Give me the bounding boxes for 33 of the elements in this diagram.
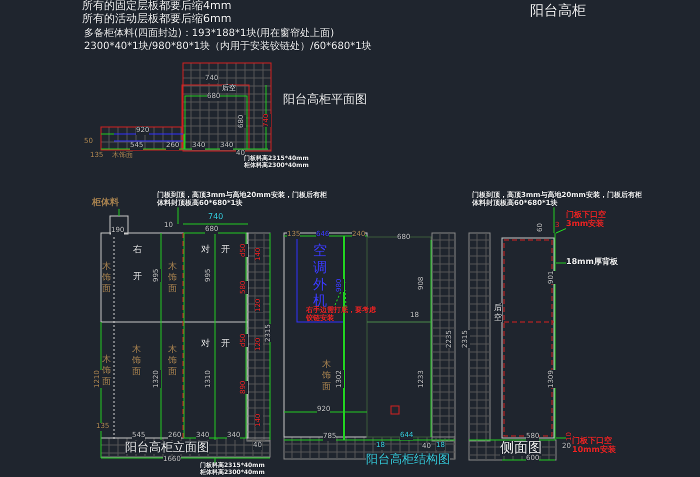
door-label: 对: [201, 340, 210, 350]
view-title: 阳台高柜平面图: [283, 93, 367, 106]
door-label: 开: [133, 273, 142, 283]
material-label: 木饰面: [168, 262, 177, 294]
view-title: 阳台高柜立面图: [125, 441, 209, 454]
material-label: 柜体料: [92, 199, 119, 209]
note-text: 2300*40*1块/980*80*1块（内用于安装铰链处）/60*680*1块: [84, 41, 372, 52]
note-text: 所有的活动层板都要后缩6mm: [82, 13, 232, 26]
dimension-label: 740: [208, 213, 224, 222]
leader-line: [214, 458, 216, 464]
door-label: 右: [133, 246, 142, 256]
door-label: 开: [221, 246, 230, 256]
leader-line: [556, 262, 566, 264]
leader-line: [556, 228, 566, 234]
leader-line: [344, 290, 346, 308]
material-label: 木饰面: [322, 360, 331, 392]
material-label: 木饰面: [102, 355, 111, 388]
note-text: 所有的固定层板都要后缩4mm: [82, 0, 232, 12]
page-title: 阳台高柜: [530, 4, 586, 20]
note-text: 18mm厚背板: [566, 258, 618, 267]
material-label: 木饰面: [132, 345, 141, 378]
leader-line: [118, 208, 120, 216]
room-label: 后空: [494, 303, 502, 322]
view-title: 阳台高柜结构图: [366, 453, 450, 466]
note-text: 多备柜体料(四面封边)：193*188*1块(用在窗帘处上面): [84, 28, 334, 39]
panel-block: [110, 216, 128, 234]
material-label: 木饰面: [102, 262, 111, 294]
note-text: 门板下口空10mm安装: [572, 437, 628, 455]
note-text: 门板下口空3mm安装: [566, 211, 618, 229]
door-label: 对: [201, 246, 210, 256]
side-view-drawing: [468, 232, 556, 460]
material-label: 木饰面: [168, 345, 177, 378]
door-label: 开: [221, 340, 230, 350]
